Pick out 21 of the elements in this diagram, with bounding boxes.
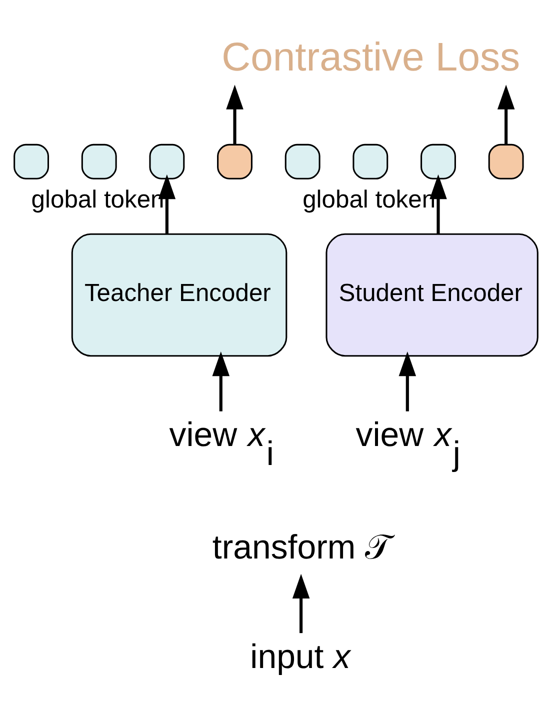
node-box	[284, 143, 320, 179]
arrow	[226, 84, 244, 144]
node-text: input x	[250, 638, 350, 676]
node-text: Contrastive Loss	[222, 34, 520, 79]
node-box: Teacher Encoder	[71, 232, 288, 356]
arrow	[158, 174, 176, 234]
node-box	[488, 143, 524, 179]
arrow	[292, 573, 310, 633]
arrow	[398, 350, 416, 411]
arrow	[430, 174, 447, 234]
node-box	[352, 143, 388, 179]
node-box	[14, 143, 50, 179]
edge-label: global token	[31, 186, 164, 214]
edge-label: global token	[302, 186, 436, 214]
arrow	[497, 84, 515, 144]
node-box	[149, 143, 185, 179]
node-box	[420, 143, 456, 179]
arrow	[212, 350, 230, 411]
node-box: Student Encoder	[326, 232, 538, 356]
node-box	[81, 143, 117, 179]
node-box	[217, 143, 252, 179]
